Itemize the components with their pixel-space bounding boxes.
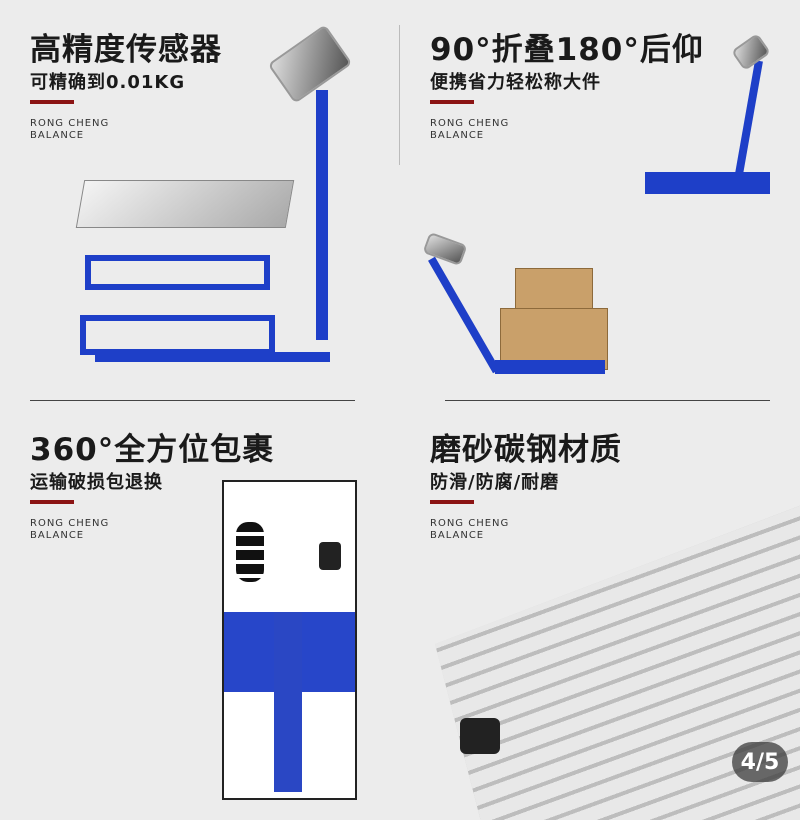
scale-base [80, 315, 275, 355]
folded-pole [735, 60, 763, 175]
panel-title: 磨砂碳钢材质 [430, 432, 622, 468]
horizontal-divider [30, 400, 355, 401]
panel-title: 高精度传感器 [30, 32, 222, 68]
cardboard-box [515, 268, 593, 312]
scale-base-bottom [95, 352, 330, 362]
tilted-pole [428, 256, 500, 374]
accent-bar [30, 100, 74, 104]
cardboard-box [500, 308, 608, 370]
horizontal-divider [445, 400, 770, 401]
vertical-divider [399, 25, 400, 165]
scale-frame [85, 255, 270, 290]
scale-display-head [731, 32, 771, 72]
panel-title: 90°折叠180°后仰 [430, 32, 704, 68]
page-indicator: 4/5 [732, 742, 788, 782]
panel-subtitle: 防滑/防腐/耐磨 [430, 472, 560, 493]
accent-bar [430, 500, 474, 504]
feet-accessories [236, 522, 264, 582]
checker-plate [75, 180, 295, 228]
panel-subtitle: 便携省力轻松称大件 [430, 72, 601, 93]
panel-subtitle: 运输破损包退换 [30, 472, 163, 493]
panel-title: 360°全方位包裹 [30, 432, 275, 468]
scale-display-head [267, 24, 353, 104]
scale-pole [316, 90, 328, 340]
packed-pole [274, 612, 302, 792]
panel-subtitle: 可精确到0.01KG [30, 72, 186, 93]
folded-scale-base [645, 172, 770, 194]
tilted-scale-base [495, 360, 605, 374]
power-adapter [319, 542, 341, 570]
accent-bar [30, 500, 74, 504]
scale-foot [460, 718, 500, 754]
accent-bar [430, 100, 474, 104]
packaging-foam-box [222, 480, 357, 800]
